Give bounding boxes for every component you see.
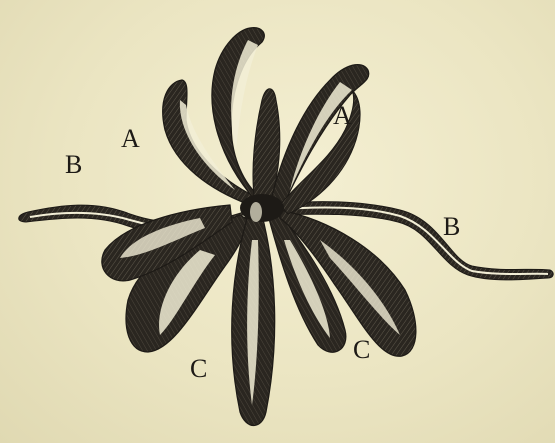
label-c-left: C (190, 356, 207, 382)
flower-center-shine (250, 202, 262, 222)
label-a-left: A (121, 126, 140, 152)
label-b-left: B (65, 152, 82, 178)
flower-center (240, 194, 284, 222)
label-b-right: B (443, 214, 460, 240)
label-a-right: A (333, 103, 352, 129)
label-c-right: C (353, 337, 370, 363)
